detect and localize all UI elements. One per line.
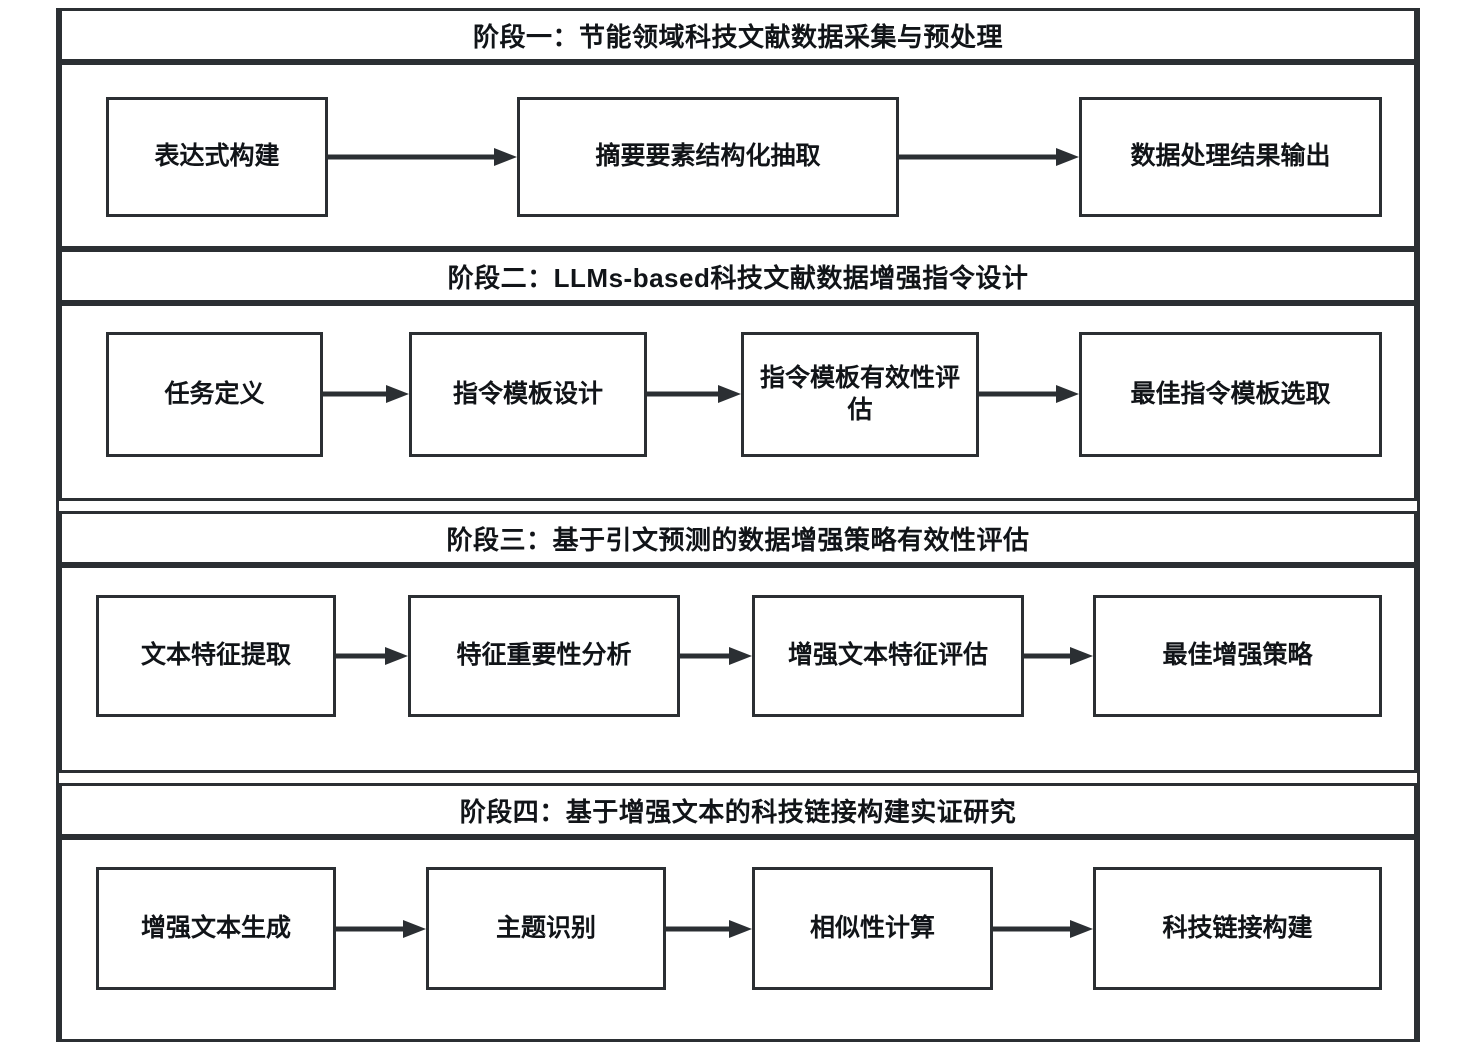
stage-2-node-3-label: 指令模板有效性评估	[759, 364, 960, 424]
stage-2-node-2[interactable]: 指令模板设计	[409, 332, 647, 457]
stage-2-arrow-3	[979, 384, 1079, 404]
stage-4-node-4[interactable]: 科技链接构建	[1093, 867, 1382, 990]
stage-1-title-bar: 阶段一：节能领域科技文献数据采集与预处理	[59, 8, 1417, 62]
stage-4-arrow-1	[336, 919, 426, 939]
stage-4-node-3-label: 相似性计算	[809, 913, 935, 942]
stage-2-arrow-2	[647, 384, 741, 404]
stage-3-title-bar: 阶段三：基于引文预测的数据增强策略有效性评估	[59, 511, 1417, 565]
stage-1-node-1-label: 表达式构建	[154, 142, 280, 171]
stage-4-title-text: 阶段四：基于增强文本的科技链接构建实证研究	[459, 796, 1017, 827]
stage-3-node-4[interactable]: 最佳增强策略	[1093, 595, 1382, 717]
stage-2-node-2-label: 指令模板设计	[452, 379, 603, 408]
stage-3-node-2-label: 特征重要性分析	[456, 641, 632, 670]
stage-3-arrow-2	[680, 646, 752, 666]
stage-4-node-1-label: 增强文本生成	[140, 913, 291, 942]
stage-4-arrow-2	[666, 919, 752, 939]
stage-1-title-text: 阶段一：节能领域科技文献数据采集与预处理	[472, 21, 1003, 52]
stage-3-body: 文本特征提取 特征重要性分析 增强文本特征评估	[59, 565, 1417, 773]
stage-2-arrow-1	[323, 384, 409, 404]
diagram-outer-frame: 阶段一：节能领域科技文献数据采集与预处理 表达式构建 摘要要素结构化抽取	[56, 8, 1420, 1042]
stage-2-node-4-label: 最佳指令模板选取	[1130, 379, 1331, 408]
stage-3-arrow-1	[336, 646, 408, 666]
stage-2-node-4[interactable]: 最佳指令模板选取	[1079, 332, 1382, 457]
stage-1-body: 表达式构建 摘要要素结构化抽取 数据处理结果输出	[59, 62, 1417, 249]
stage-4-body: 增强文本生成 主题识别 相似性计算	[59, 837, 1417, 1042]
stage-3-node-3[interactable]: 增强文本特征评估	[752, 595, 1024, 717]
stage-2-body: 任务定义 指令模板设计 指令模板有效性评估	[59, 303, 1417, 501]
stage-2-node-3[interactable]: 指令模板有效性评估	[741, 332, 979, 457]
stage-4-node-1[interactable]: 增强文本生成	[96, 867, 336, 990]
stage-3-node-1[interactable]: 文本特征提取	[96, 595, 336, 717]
stage-2-node-1-label: 任务定义	[164, 379, 265, 408]
stage-1-node-3-label: 数据处理结果输出	[1130, 142, 1331, 171]
stage-4-node-2[interactable]: 主题识别	[426, 867, 666, 990]
stage-1-node-2[interactable]: 摘要要素结构化抽取	[517, 97, 899, 217]
stage-3-node-1-label: 文本特征提取	[140, 641, 291, 670]
stage-3-title-text: 阶段三：基于引文预测的数据增强策略有效性评估	[446, 524, 1030, 555]
stage-1-node-1[interactable]: 表达式构建	[106, 97, 328, 217]
stage-3-node-4-label: 最佳增强策略	[1162, 641, 1313, 670]
stage-2-title-bar: 阶段二：LLMs-based科技文献数据增强指令设计	[59, 249, 1417, 303]
stage-4-node-4-label: 科技链接构建	[1162, 913, 1313, 942]
stage-2-title-text: 阶段二：LLMs-based科技文献数据增强指令设计	[447, 262, 1029, 293]
stage-1-arrow-2	[899, 147, 1079, 167]
stage-4-node-3[interactable]: 相似性计算	[752, 867, 993, 990]
stage-4-arrow-3	[993, 919, 1093, 939]
stage-4-title-bar: 阶段四：基于增强文本的科技链接构建实证研究	[59, 783, 1417, 837]
stage-1-arrow-1	[328, 147, 517, 167]
stage-3-node-2[interactable]: 特征重要性分析	[408, 595, 680, 717]
stage-4-node-2-label: 主题识别	[495, 913, 596, 942]
stage-1-node-3[interactable]: 数据处理结果输出	[1079, 97, 1382, 217]
stage-1-node-2-label: 摘要要素结构化抽取	[595, 142, 821, 171]
stage-3-node-3-label: 增强文本特征评估	[787, 641, 988, 670]
stage-3-arrow-3	[1024, 646, 1093, 666]
stage-2-node-1[interactable]: 任务定义	[106, 332, 323, 457]
